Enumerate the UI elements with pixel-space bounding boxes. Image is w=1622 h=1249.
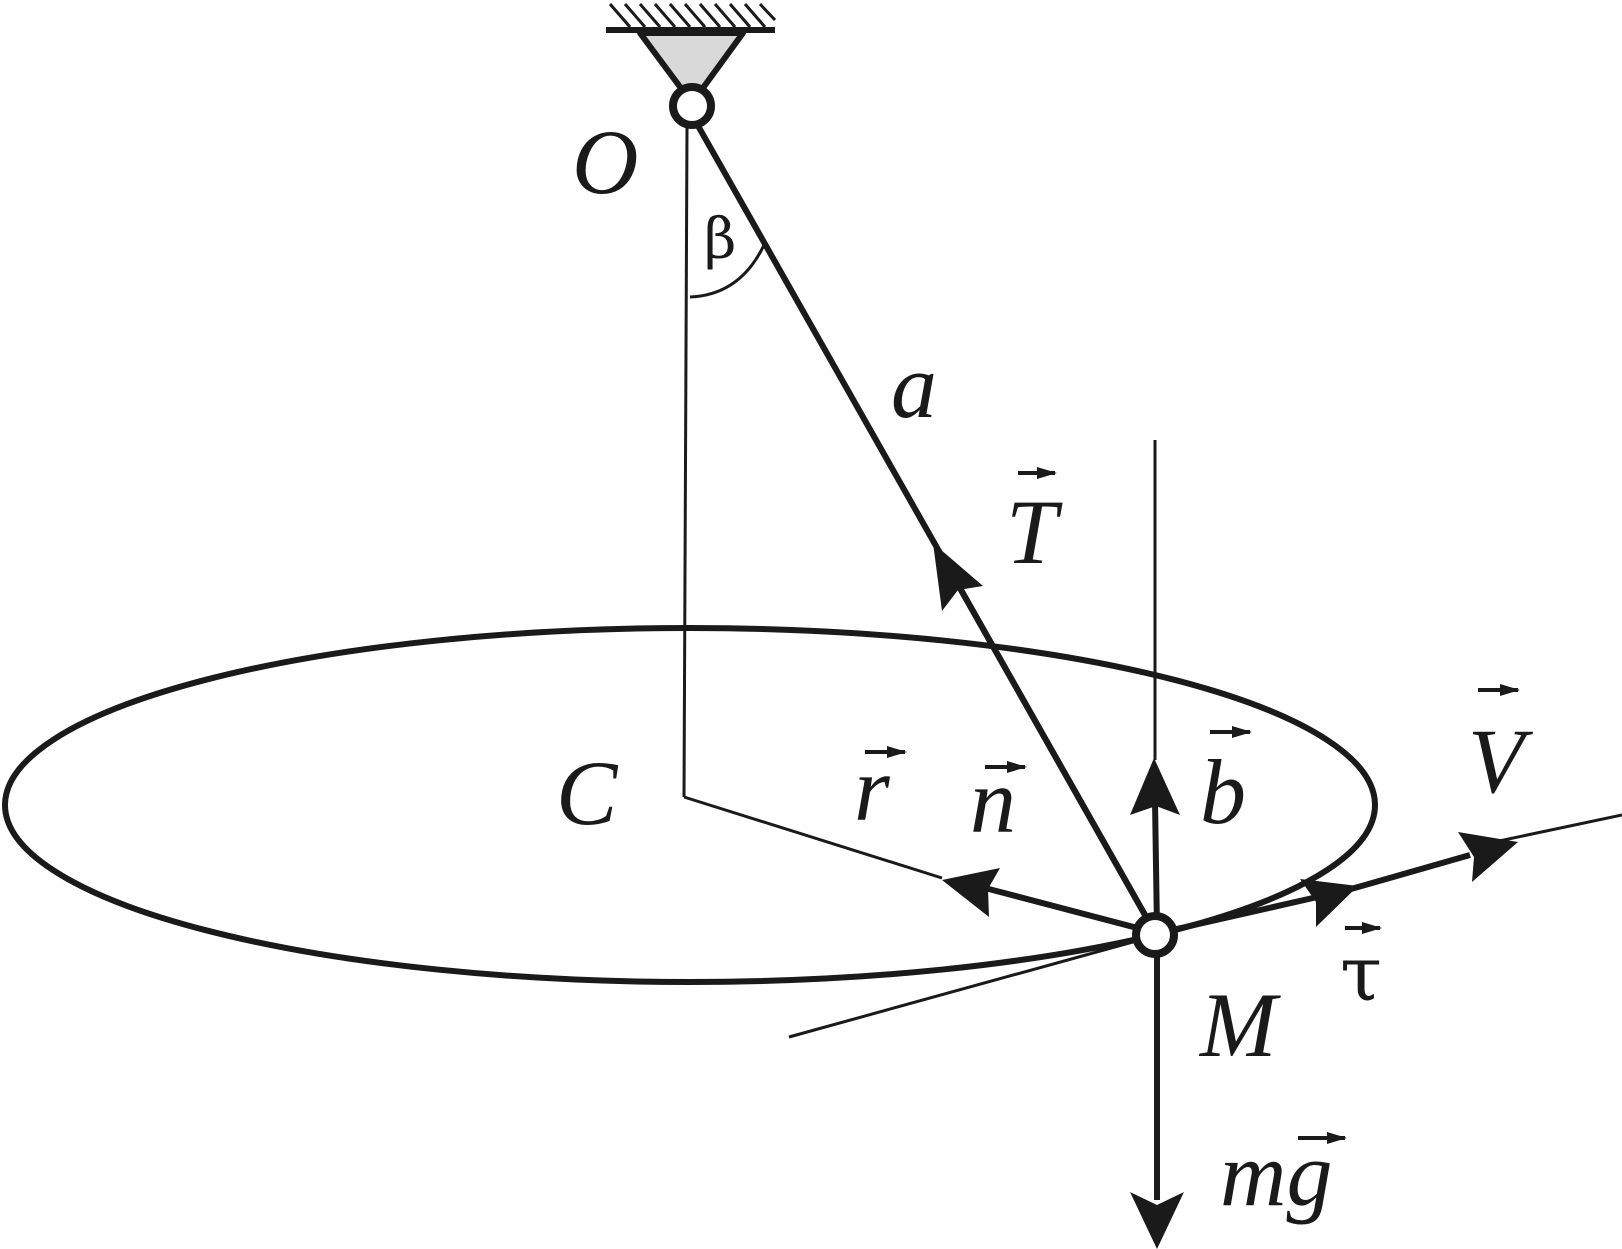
- binormal-arrow-shaft: [1152, 799, 1160, 931]
- ceiling-hatching: [608, 2, 777, 28]
- pivot-hinge: [669, 83, 715, 129]
- vector-label-gravity: mg: [1220, 1123, 1347, 1225]
- mass-point: [1132, 912, 1178, 958]
- tangent-arrow-shaft: [1149, 890, 1336, 938]
- svg-text:r: r: [854, 738, 891, 840]
- vector-label-radius: r: [854, 738, 907, 840]
- vector-label-binormal: b: [1200, 726, 1252, 843]
- gravity-arrowhead: [1130, 1192, 1184, 1249]
- svg-text:mg: mg: [1220, 1123, 1332, 1225]
- circular-path: [2, 625, 1378, 985]
- vector-label-velocity: V: [1468, 684, 1534, 812]
- velocity-arrowhead: [1458, 832, 1518, 882]
- label-pivot-o: O: [572, 111, 638, 213]
- support-triangle: [637, 30, 746, 106]
- svg-text:τ: τ: [1340, 929, 1382, 1018]
- label-mass-m: M: [1198, 974, 1281, 1076]
- velocity-arrow-shaft: [1329, 852, 1471, 898]
- svg-text:T: T: [1006, 481, 1063, 583]
- radius-line-cm: [683, 795, 943, 880]
- normal-arrow-shaft: [984, 885, 1146, 933]
- angle-arc-beta: [689, 244, 766, 299]
- svg-text:n: n: [970, 750, 1016, 852]
- vertical-axis-oc: [682, 127, 689, 798]
- label-center-c: C: [556, 742, 619, 844]
- binormal-arrowhead: [1130, 758, 1180, 815]
- ceiling-support: [606, 2, 777, 106]
- tangent-arrowhead: [1300, 879, 1358, 927]
- svg-text:V: V: [1468, 710, 1534, 812]
- normal-arrowhead: [942, 868, 1000, 917]
- label-length-a: a: [891, 335, 937, 437]
- tension-arrowhead: [933, 543, 983, 611]
- tension-arrow-shaft: [957, 586, 1152, 924]
- vector-label-tangent: τ: [1340, 922, 1382, 1018]
- tangent-line-back: [788, 938, 1141, 1039]
- svg-text:b: b: [1200, 741, 1246, 843]
- vector-label-tension: T: [1006, 467, 1063, 583]
- label-angle-beta: β: [704, 207, 736, 272]
- vector-label-normal: n: [970, 750, 1027, 852]
